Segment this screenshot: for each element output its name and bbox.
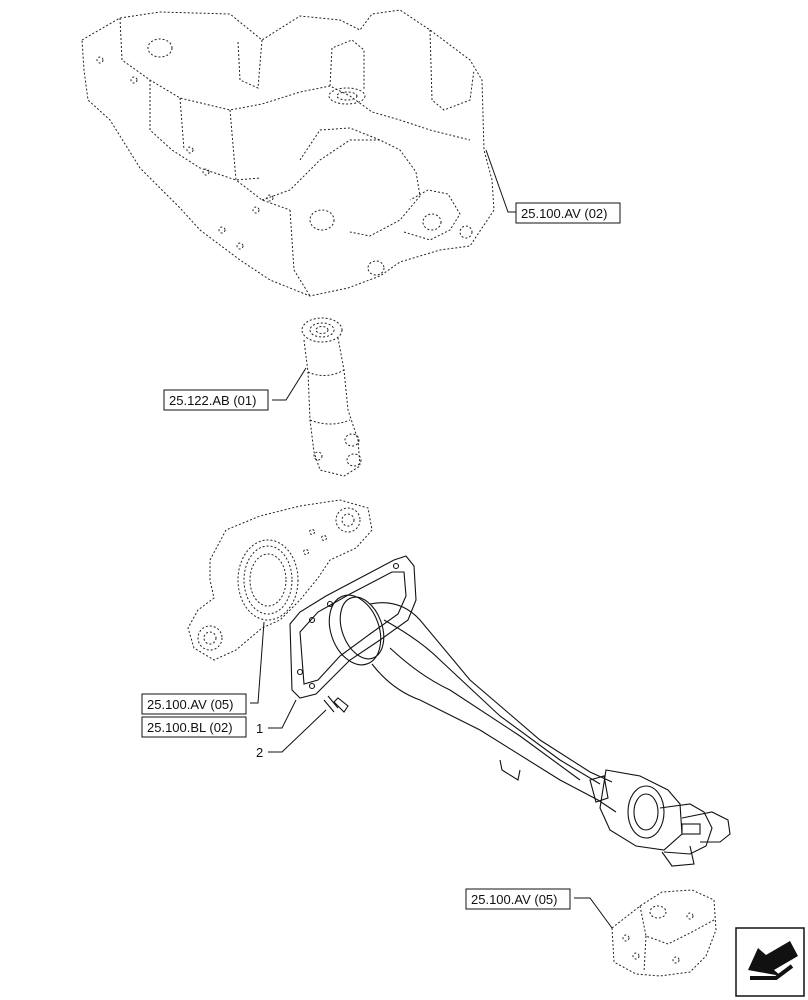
- leader-item2: [268, 709, 327, 753]
- axle-support-frame: [81, 9, 495, 297]
- front-axle-arm: [289, 555, 731, 867]
- ref-callout-seal[interactable]: 25.100.BL (02): [141, 716, 247, 738]
- return-arrow-icon[interactable]: [735, 927, 805, 997]
- leader-cylinder: [272, 367, 307, 401]
- ref-label-housing: 25.100.AV (05): [147, 697, 233, 712]
- ref-label-seal: 25.100.BL (02): [147, 720, 233, 735]
- item-number-2: 2: [256, 745, 263, 760]
- leader-bracket: [574, 897, 613, 929]
- mounting-bolt: [323, 695, 349, 713]
- axle-bracket-small: [611, 889, 717, 977]
- ref-callout-cylinder[interactable]: 25.122.AB (01): [163, 389, 269, 411]
- ref-label-bracket: 25.100.AV (05): [471, 892, 557, 907]
- steering-cylinder: [301, 317, 362, 477]
- leader-frame: [485, 149, 516, 213]
- item-number-1: 1: [256, 721, 263, 736]
- ref-callout-frame[interactable]: 25.100.AV (02): [515, 202, 621, 224]
- leader-item1: [268, 699, 297, 729]
- ref-callout-housing[interactable]: 25.100.AV (05): [141, 693, 247, 715]
- ref-label-frame: 25.100.AV (02): [521, 206, 607, 221]
- ref-callout-bracket[interactable]: 25.100.AV (05): [465, 888, 571, 910]
- ref-label-cylinder: 25.122.AB (01): [169, 393, 256, 408]
- axle-housing-bracket: [187, 499, 373, 661]
- leader-housing: [250, 621, 265, 704]
